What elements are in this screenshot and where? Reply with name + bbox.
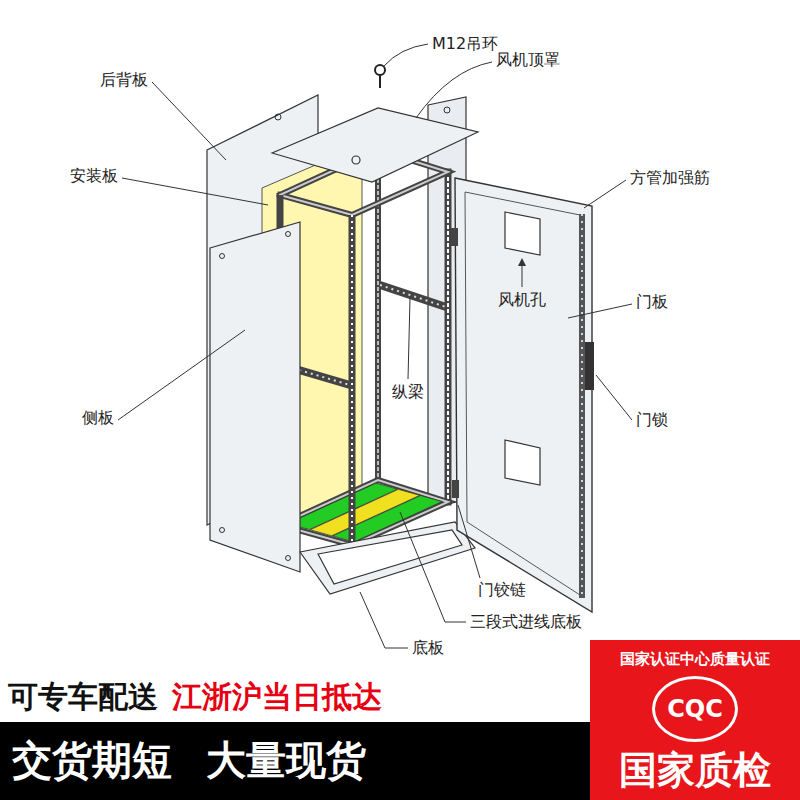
fan-top-cover (272, 108, 478, 182)
promo-text: 可专车配送 (8, 678, 158, 716)
part-label: 底板 (412, 638, 444, 658)
cqc-logo: CQC (652, 676, 738, 742)
fan-hole (505, 440, 540, 485)
square-tube (579, 214, 585, 598)
side-panel (210, 222, 300, 572)
base-plate (300, 522, 475, 594)
part-label: 门铰链 (478, 580, 526, 600)
eyebolt (379, 75, 381, 88)
eyebolt (375, 65, 385, 75)
part-label: 三段式进线底板 (470, 612, 582, 632)
part-label: 门板 (636, 292, 668, 312)
part-label: 方管加强筋 (630, 168, 710, 188)
beam (380, 285, 446, 307)
panel-hole (286, 556, 291, 561)
part-label: 风机孔 (498, 290, 546, 310)
post (351, 215, 353, 545)
part-label: M12吊环 (432, 34, 498, 54)
leader-arrowhead (518, 258, 526, 266)
panel-hole (220, 528, 225, 533)
part-label: 安装板 (70, 166, 118, 186)
door-hinge (452, 480, 459, 498)
part-label: 后背板 (100, 70, 148, 90)
part-label: 门锁 (636, 410, 668, 430)
panel-hole (275, 114, 281, 120)
beam (380, 285, 446, 307)
fan-hole (505, 212, 540, 255)
panel-hole (444, 107, 450, 113)
frame (280, 150, 448, 545)
promo-heading: 交货期短 (12, 736, 172, 784)
part-label: 纵梁 (392, 382, 424, 402)
panel-hole (286, 232, 291, 237)
door-panel (455, 178, 592, 612)
leader-lines (118, 44, 632, 648)
promo-heading: 大量现货 (206, 736, 366, 784)
door-hinge (451, 228, 458, 246)
cover-ring (352, 156, 360, 164)
promo-band: 交货期短大量现货 (0, 722, 590, 800)
square-tube (581, 214, 583, 598)
part-label: 侧板 (82, 408, 114, 428)
door-lock (585, 342, 594, 390)
promo-text: 江浙沪当日抵达 (172, 678, 382, 716)
cert-heading: 国家质检 (619, 748, 771, 794)
panel-hole (220, 254, 225, 259)
post (349, 215, 356, 545)
door-inner-frame (465, 192, 580, 595)
part-label: 风机顶罩 (496, 50, 560, 70)
cert-text: 国家认证中心质量认证 (620, 650, 770, 668)
cert-panel: 国家认证中心质量认证 CQC 国家质检 (590, 640, 800, 800)
